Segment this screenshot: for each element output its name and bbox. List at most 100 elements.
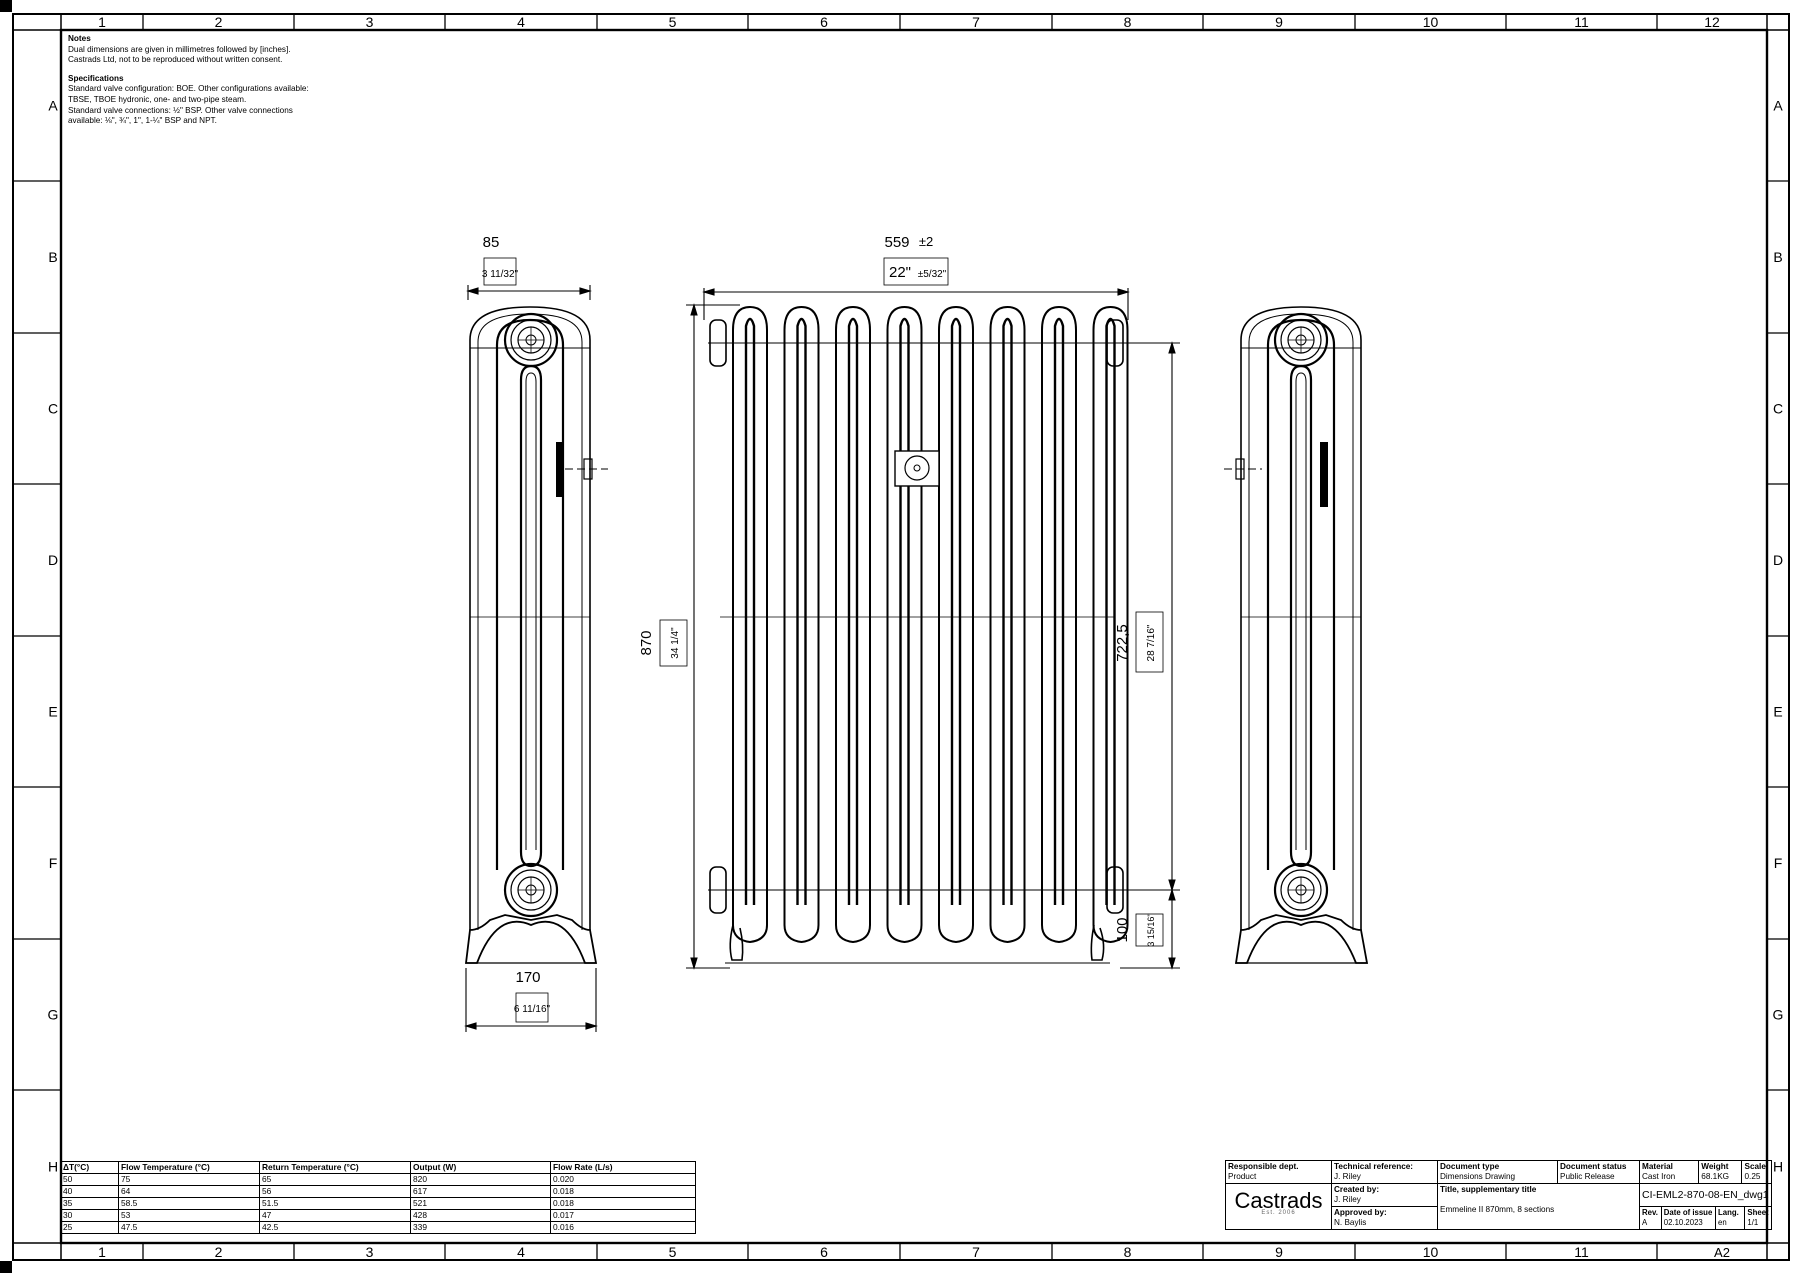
- grid-col-label: 7: [972, 14, 980, 30]
- radiator-section: [938, 305, 974, 944]
- grid-col-label: 8: [1124, 1244, 1132, 1260]
- outer-border: [12, 13, 1790, 1261]
- side-view-left: [464, 306, 608, 964]
- notes-title: Notes: [68, 34, 91, 43]
- radiator-section: [732, 305, 768, 944]
- radiator-section: [835, 305, 871, 944]
- inner-border: [59, 28, 1769, 1245]
- rev: A: [1642, 1218, 1648, 1227]
- grid-row-label: G: [48, 1007, 59, 1023]
- grid-col-label: 3: [366, 1244, 374, 1260]
- dimension-lines: [464, 257, 1180, 1032]
- issue-label: Date of issue: [1663, 1208, 1713, 1217]
- grid-col-label: 2: [215, 1244, 223, 1260]
- table-cell: 35: [60, 1197, 119, 1210]
- doc-status: Public Release: [1560, 1172, 1615, 1181]
- notes-line: Castrads Ltd, not to be reproduced witho…: [68, 55, 283, 65]
- lang: en: [1718, 1218, 1727, 1227]
- table-cell: 58.5: [118, 1197, 260, 1210]
- scale: 0.25: [1744, 1172, 1761, 1181]
- table-cell: 25: [60, 1221, 119, 1234]
- table-cell: 0.017: [550, 1209, 696, 1222]
- grid-col-label: 10: [1423, 1244, 1439, 1260]
- rev-label: Rev.: [1642, 1208, 1658, 1217]
- material-label: Material: [1642, 1162, 1673, 1171]
- created-by-label: Created by:: [1334, 1185, 1380, 1194]
- col-header: Return Temperature (°C): [259, 1161, 411, 1174]
- material: Cast Iron: [1642, 1172, 1676, 1181]
- table-header-row: ΔT(°C) Flow Temperature (°C) Return Temp…: [60, 1161, 696, 1174]
- corner-mark: [0, 1261, 12, 1273]
- section-flute: [847, 317, 859, 905]
- table-cell: 50: [60, 1173, 119, 1186]
- weight: 68.1KG: [1701, 1172, 1730, 1181]
- col-header: Flow Temperature (°C): [118, 1161, 260, 1174]
- depth-in: 3 11/32": [482, 269, 519, 280]
- width-in: 22": [889, 264, 911, 281]
- radiator-section: [989, 305, 1026, 944]
- grid-col-label: 5: [669, 1244, 677, 1260]
- table-cell: 428: [410, 1209, 551, 1222]
- col-header: ΔT(°C): [60, 1161, 119, 1174]
- table-cell: 56: [259, 1185, 411, 1198]
- grid-row-label: D: [48, 552, 58, 568]
- table-cell: 75: [118, 1173, 260, 1186]
- grid-row-label: D: [1773, 552, 1783, 568]
- width-tolerance: ±2: [919, 234, 933, 249]
- sheet: 1/1: [1747, 1218, 1759, 1227]
- grid-col-label: 1: [98, 1244, 106, 1260]
- grid-row-label: B: [48, 249, 57, 265]
- created-by: J. Riley: [1334, 1195, 1361, 1204]
- centres-mm: 722,5: [1114, 624, 1131, 662]
- sheet-label: Sheet: [1747, 1208, 1769, 1217]
- grid-col-label: 12: [1704, 14, 1720, 30]
- doc-status-label: Document status: [1560, 1162, 1627, 1171]
- width-tolerance-in: ±5/32": [918, 269, 947, 280]
- table-cell: 0.016: [550, 1221, 696, 1234]
- radiator-section: [886, 305, 923, 944]
- weight-label: Weight: [1701, 1162, 1729, 1171]
- grid-col-label: 3: [366, 14, 374, 30]
- radiator-section: [1041, 305, 1077, 944]
- zone-grid: [13, 14, 1789, 1260]
- section-flute: [1002, 317, 1013, 905]
- doc-number: CI-EML2-870-08-EN_dwg1: [1639, 1183, 1772, 1207]
- grid-row-label: C: [1773, 401, 1783, 417]
- section-flute: [796, 317, 807, 905]
- table-cell: 820: [410, 1173, 551, 1186]
- spec-title: Specifications: [68, 73, 124, 83]
- notes-line: Dual dimensions are given in millimetres…: [68, 44, 291, 54]
- grid-col-label: 9: [1275, 14, 1283, 30]
- responsible-dept: Product: [1228, 1172, 1257, 1181]
- grid-row-label: E: [48, 704, 57, 720]
- tech-ref-label: Technical reference:: [1334, 1162, 1414, 1171]
- grid-row-label: H: [1773, 1159, 1783, 1175]
- side-view-right: [1224, 306, 1369, 964]
- grid-col-label: 2: [215, 14, 223, 30]
- grid-col-label: 9: [1275, 1244, 1283, 1260]
- depth-mm: 85: [483, 234, 500, 251]
- grid-col-label: 4: [517, 1244, 525, 1260]
- front-view: [708, 305, 1129, 964]
- section-flute: [744, 317, 756, 905]
- issue-date: 02.10.2023: [1663, 1218, 1703, 1227]
- section-flute: [1105, 317, 1116, 905]
- table-cell: 0.018: [550, 1185, 696, 1198]
- radiator-section: [783, 305, 820, 944]
- doc-type-label: Document type: [1440, 1162, 1500, 1171]
- spec-line: Standard valve configuration: BOE. Other…: [68, 84, 309, 94]
- section-flute: [950, 317, 962, 905]
- grid-row-label: B: [1773, 249, 1782, 265]
- table-cell: 42.5: [259, 1221, 411, 1234]
- grid-col-label: 10: [1423, 14, 1439, 30]
- section-flute: [899, 317, 910, 905]
- col-header: Output (W): [410, 1161, 551, 1174]
- table-cell: 0.020: [550, 1173, 696, 1186]
- grid-row-label: C: [48, 401, 58, 417]
- spec-line: TBSE, TBOE hydronic, one- and two-pipe s…: [68, 94, 247, 104]
- corner-mark: [0, 0, 12, 12]
- grid-col-label: 5: [669, 14, 677, 30]
